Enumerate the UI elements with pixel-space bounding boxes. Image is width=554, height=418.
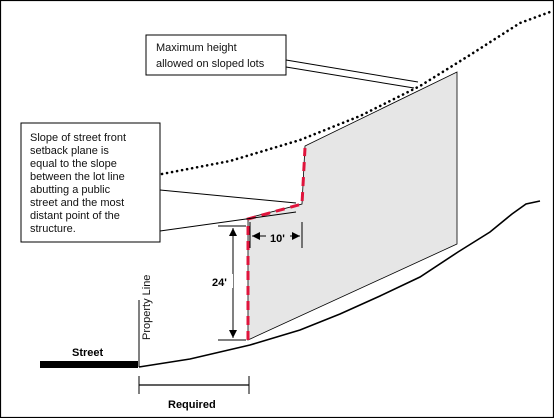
max-height-callout-leader-2	[285, 66, 415, 89]
street-bar	[40, 361, 138, 368]
slope-note-line: between the lot line	[30, 171, 125, 183]
ground-line	[138, 200, 541, 368]
slope-note-leader-1	[159, 189, 297, 204]
slope-note-leader-2	[159, 211, 297, 232]
max-height-label-2: allowed on sloped lots	[156, 58, 265, 70]
max-height-dotted-line	[160, 10, 552, 176]
dimension-24-label: 24'	[212, 277, 227, 289]
dimension-10-label: 10'	[270, 233, 285, 245]
required-dimension: Required	[138, 376, 250, 411]
max-height-callout-leader	[285, 59, 419, 83]
required-label: Required	[168, 399, 216, 411]
dimension-24ft: 24'	[211, 225, 246, 341]
dimension-10ft: 10'	[249, 222, 303, 248]
slope-note-line: distant point of the	[30, 210, 120, 222]
street-label: Street	[72, 347, 104, 359]
slope-note-line: equal to the slope	[30, 158, 117, 170]
structure-volume	[247, 71, 458, 341]
max-height-label-1: Maximum height	[156, 42, 237, 54]
slope-note-line: setback plane is	[30, 145, 109, 157]
property-line-label: Property Line	[141, 275, 153, 340]
max-height-callout-box	[145, 34, 287, 76]
slope-note-line: structure.	[30, 223, 76, 235]
slope-note-callout-box	[20, 122, 161, 243]
slope-note-line: street and the most	[30, 197, 124, 209]
slope-note-line: Slope of street front	[30, 132, 126, 144]
slope-note-line: abutting a public	[30, 184, 111, 196]
setback-plane-line	[246, 147, 307, 340]
